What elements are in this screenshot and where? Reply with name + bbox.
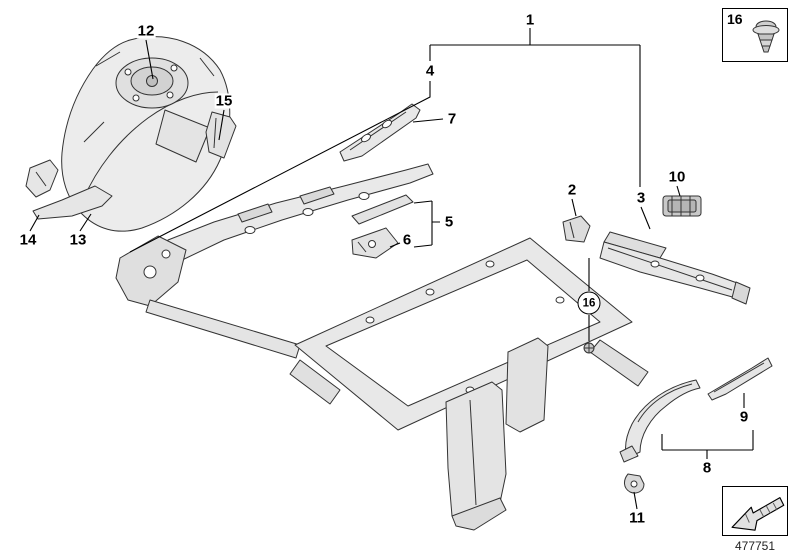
part-2-bracket-drawing — [562, 215, 591, 243]
callout-14[interactable]: 14 — [18, 231, 38, 249]
diagram-number: 477751 — [734, 539, 776, 553]
part-5-strip-drawing — [351, 194, 414, 225]
callout-12[interactable]: 12 — [136, 22, 156, 40]
grommet-plug-icon — [752, 20, 780, 53]
callout-3[interactable]: 3 — [635, 189, 647, 207]
callout-8[interactable]: 8 — [701, 459, 713, 477]
callout-1[interactable]: 1 — [524, 11, 536, 29]
part-3-rail-drawing — [599, 231, 751, 305]
callout-13[interactable]: 13 — [68, 231, 88, 249]
leader-14 — [29, 214, 40, 232]
callout-4[interactable]: 4 — [424, 62, 436, 80]
leader-5 — [413, 200, 440, 248]
part-11-clip-drawing — [624, 473, 645, 494]
callout-6[interactable]: 6 — [401, 231, 413, 249]
grommet-legend-label: 16 — [727, 11, 743, 27]
direction-arrow-icon — [731, 497, 785, 531]
part-6-plate-drawing — [351, 227, 399, 259]
part-15-panel-drawing — [205, 111, 237, 159]
callout-10[interactable]: 10 — [667, 168, 687, 186]
part-13-flange-drawing — [32, 185, 113, 220]
part-14-bracket-drawing — [25, 159, 59, 198]
leader-6 — [389, 242, 401, 248]
callout-2[interactable]: 2 — [566, 181, 578, 199]
grommet-legend-box: 16 — [722, 8, 788, 62]
callout-9[interactable]: 9 — [738, 408, 750, 426]
leader-4 — [129, 81, 431, 253]
part-10-block-drawing — [662, 195, 702, 217]
part-8-arch-drawing — [619, 379, 701, 463]
leader-15 — [218, 109, 225, 141]
callout-15[interactable]: 15 — [214, 92, 234, 110]
part-drawings — [25, 36, 773, 531]
part-9-strip-drawing — [707, 357, 773, 401]
leader-12 — [145, 39, 154, 80]
floor-frame-drawing — [145, 237, 649, 531]
direction-arrow-box — [722, 486, 788, 536]
leader-13 — [79, 213, 92, 232]
callout-5[interactable]: 5 — [443, 213, 455, 231]
callout-16-circled[interactable]: 16 — [577, 291, 601, 315]
callout-7[interactable]: 7 — [446, 110, 458, 128]
leader-3 — [640, 206, 651, 230]
leader-2 — [571, 198, 577, 217]
part-12-wheelhouse-drawing — [61, 36, 231, 232]
leader-1 — [429, 28, 641, 187]
leader-10 — [676, 185, 681, 197]
leader-8 — [661, 430, 754, 459]
leader-11 — [633, 491, 638, 510]
callout-16-label: 16 — [582, 297, 596, 309]
part-7-rail-drawing — [339, 103, 421, 162]
left-rail-drawing — [115, 163, 434, 307]
leader-lines — [29, 28, 754, 510]
leader-7 — [412, 118, 444, 123]
callout-11[interactable]: 11 — [628, 509, 646, 527]
